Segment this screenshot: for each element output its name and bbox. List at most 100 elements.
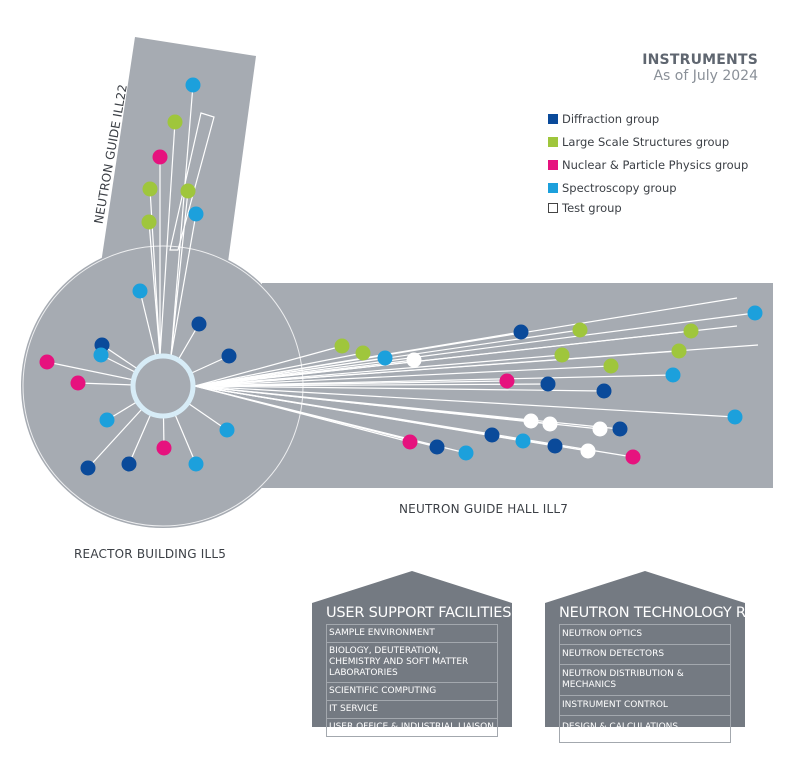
beamline	[194, 383, 549, 387]
beamline	[194, 365, 612, 387]
tech-rd-title: NEUTRON TECHNOLOGY R&D	[559, 605, 768, 621]
house-body: USER SUPPORT FACILITIES SAMPLE ENVIRONME…	[312, 603, 512, 737]
legend-item-nuclear: Nuclear & Particle Physics group	[548, 153, 748, 176]
house-roof	[545, 571, 745, 603]
instrument-marker	[402, 434, 418, 450]
instrument-marker	[121, 456, 137, 472]
user-support-title: USER SUPPORT FACILITIES	[326, 605, 512, 621]
beamline	[194, 325, 738, 387]
legend-label: Nuclear & Particle Physics group	[562, 157, 749, 172]
user-support-item: SCIENTIFIC COMPUTING	[327, 683, 497, 701]
instrument-marker	[515, 433, 531, 449]
beamline	[194, 344, 759, 387]
tech-rd-item: DESIGN & CALCULATIONS	[562, 722, 679, 732]
tech-rd-item: NEUTRON OPTICS	[560, 625, 730, 645]
instrument-marker	[547, 438, 563, 454]
beamline	[170, 84, 194, 357]
user-support-item: USER OFFICE & INDUSTRIAL LIAISON	[329, 722, 494, 732]
user-support-item: SAMPLE ENVIRONMENT	[327, 625, 497, 643]
instrument-marker	[80, 460, 96, 476]
instrument-marker	[603, 358, 619, 374]
legend-label: Test group	[562, 201, 622, 215]
beamline	[139, 290, 157, 356]
beamline	[194, 374, 674, 387]
instrument-marker	[219, 422, 235, 438]
instrument-marker-test	[406, 352, 422, 368]
beamline	[194, 352, 364, 387]
house-roof	[312, 571, 512, 603]
beamline	[87, 409, 142, 469]
neutron-guide-ill22-area	[100, 37, 256, 270]
swatch-spectroscopy	[548, 182, 558, 193]
instrument-marker-test	[523, 413, 539, 429]
beamline	[194, 312, 756, 387]
beamline	[46, 361, 132, 381]
user-support-item: IT SERVICE	[327, 701, 497, 719]
legend-item-test: Test group	[548, 199, 748, 217]
instrument-marker-test	[592, 421, 608, 437]
tech-rd-list: NEUTRON OPTICS NEUTRON DETECTORS NEUTRON…	[559, 624, 731, 743]
instrument-marker	[540, 376, 556, 392]
instrument-marker	[554, 347, 570, 363]
legend-item-spectroscopy: Spectroscopy group	[548, 176, 748, 199]
instrument-marker	[221, 348, 237, 364]
instrument-marker	[185, 77, 201, 93]
instrument-marker	[612, 421, 628, 437]
instrument-marker	[188, 206, 204, 222]
instrument-marker	[191, 316, 207, 332]
instrument-marker	[70, 375, 86, 391]
instrument-marker	[377, 350, 393, 366]
beamlines	[46, 84, 759, 469]
instrument-marker	[458, 445, 474, 461]
instrument-marker	[152, 149, 168, 165]
instrument-marker-test	[542, 416, 558, 432]
diagram-title: INSTRUMENTS As of July 2024	[642, 52, 758, 84]
legend-item-large-scale: Large Scale Structures group	[548, 130, 748, 153]
beamline	[170, 213, 197, 357]
reactor-building-area	[21, 244, 305, 528]
instrument-marker	[93, 347, 109, 363]
beamline	[77, 382, 132, 386]
neutron-technology-rd: NEUTRON TECHNOLOGY R&D NEUTRON OPTICS NE…	[545, 571, 768, 743]
beamline	[194, 354, 563, 387]
legend-item-diffraction: Diffraction group	[548, 107, 748, 130]
instrument-marker	[355, 345, 371, 361]
beamline	[189, 403, 228, 431]
instrument-marker	[167, 114, 183, 130]
beamline	[194, 385, 605, 392]
instrument-marker	[683, 323, 699, 339]
legend-label: Large Scale Structures group	[562, 134, 730, 149]
instrument-marker	[99, 412, 115, 428]
instrument-marker	[747, 305, 763, 321]
instrument-marker	[513, 324, 529, 340]
instrument-marker	[334, 338, 350, 354]
beamline	[170, 190, 189, 357]
instrument-marker	[484, 427, 500, 443]
user-support-facilities: USER SUPPORT FACILITIES SAMPLE ENVIRONME…	[312, 571, 512, 737]
tech-rd-item: NEUTRON DETECTORS	[560, 645, 730, 665]
beamline	[194, 385, 467, 454]
swatch-nuclear	[548, 159, 558, 170]
tech-rd-item: NEUTRON DISTRIBUTION & MECHANICS	[560, 665, 730, 696]
instruments	[39, 77, 763, 476]
beamline	[128, 415, 151, 465]
instrument-marker	[188, 456, 204, 472]
beamline	[194, 345, 343, 387]
beamline	[174, 415, 197, 465]
legend-label: Diffraction group	[562, 111, 660, 126]
user-support-list: SAMPLE ENVIRONMENT BIOLOGY, DEUTERATION,…	[326, 624, 498, 737]
reactor-core	[130, 353, 196, 419]
title-text: INSTRUMENTS	[642, 52, 758, 68]
instrument-marker	[671, 343, 687, 359]
tech-rd-item: INSTRUMENT CONTROL	[560, 696, 730, 716]
guide-outline	[169, 112, 215, 251]
instrument-marker	[727, 409, 743, 425]
instrument-marker	[499, 373, 515, 389]
legend-label: Spectroscopy group	[562, 180, 677, 195]
beamline	[159, 121, 176, 357]
instrument-marker	[132, 283, 148, 299]
house-body: NEUTRON TECHNOLOGY R&D NEUTRON OPTICS NE…	[545, 603, 768, 743]
instrument-marker	[39, 354, 55, 370]
instrument-marker	[665, 367, 681, 383]
instrument-marker	[572, 322, 588, 338]
